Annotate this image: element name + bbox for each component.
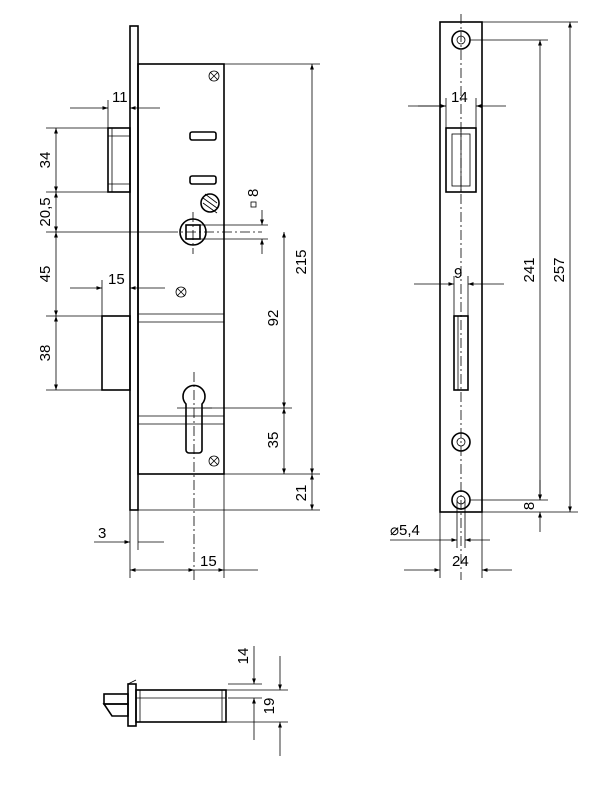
dead-bolt [101,315,131,391]
top-latch [103,693,129,705]
slot-lower [189,175,217,185]
lock-case [137,63,225,475]
dim-20-5: 20,5 [37,197,54,226]
dim-21: 21 [293,485,310,502]
screw-bottom [208,455,220,467]
dim-9: 9 [454,265,462,282]
top-faceplate [127,683,137,727]
dim-35: 35 [265,432,282,449]
top-view: 14 19 [102,646,288,756]
dim-15-backset: 15 [200,553,217,570]
dim-241: 241 [521,257,538,282]
dim-34: 34 [37,152,54,169]
dim-24: 24 [452,553,469,570]
dim-215: 215 [293,249,310,274]
slot-upper [189,131,217,141]
lever-knob [200,193,220,214]
latch-bolt [107,127,131,193]
faceplate-view: 14 9 241 257 8 ⌀5,4 24 [390,14,578,580]
cylinder-cutout [182,384,206,454]
dim-8-square: 8 [245,189,262,197]
dim-3: 3 [98,525,106,542]
dim-45: 45 [37,266,54,283]
dim-15-bolt: 15 [108,271,125,288]
top-case [135,689,227,723]
front-view: 11 34 20,5 45 38 15 8 [37,25,320,580]
screw-top [208,70,220,82]
dim-14-front: 14 [451,89,468,106]
dim-11: 11 [112,89,128,106]
dim-19: 19 [261,698,278,715]
dim-257: 257 [551,257,568,282]
screw-mid [175,286,187,298]
dim-38: 38 [37,345,54,362]
dim-8-edge: 8 [521,502,538,510]
faceplate [129,25,139,511]
dim-14-bottom: 14 [235,648,252,665]
dim-92: 92 [265,310,282,327]
dim-diameter-5-4: ⌀5,4 [390,522,420,539]
